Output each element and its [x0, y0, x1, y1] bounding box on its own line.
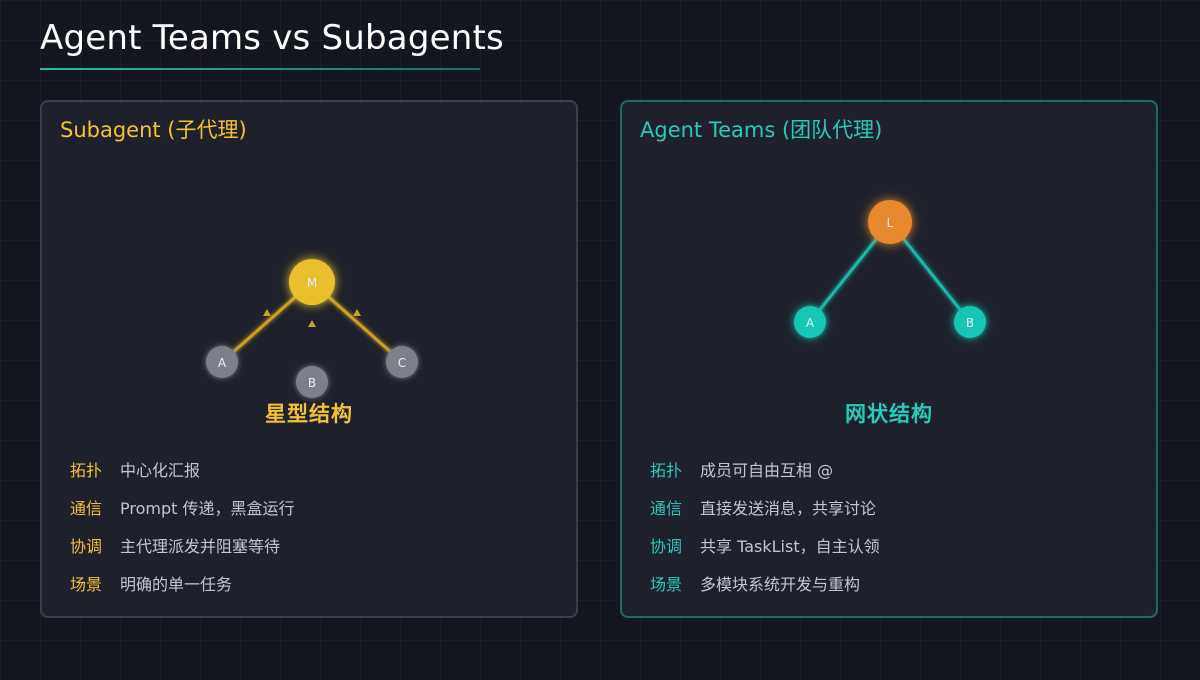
attr-key: 协调: [650, 537, 683, 556]
sub-node-a-label: A: [218, 356, 227, 370]
attr-row: 拓扑 中心化汇报: [70, 450, 295, 488]
member-node-a: [794, 306, 826, 338]
attr-value: 成员可自由互相 @: [700, 461, 834, 480]
attr-row: 通信 Prompt 传递，黑盒运行: [70, 488, 295, 526]
page-title: Agent Teams vs Subagents: [40, 18, 504, 58]
attr-value: 共享 TaskList，自主认领: [700, 537, 880, 556]
attr-value: 中心化汇报: [120, 461, 201, 480]
subagent-heading: Subagent (子代理): [60, 118, 247, 142]
attr-row: 场景 多模块系统开发与重构: [650, 564, 880, 602]
sub-node-b-label: B: [308, 376, 316, 390]
member-node-a-label: A: [806, 316, 815, 330]
sub-node-c: [386, 346, 418, 378]
sub-node-a: [206, 346, 238, 378]
attr-key: 通信: [650, 499, 683, 518]
title-underline: [40, 68, 480, 70]
attr-value: 主代理派发并阻塞等待: [120, 537, 281, 556]
mesh-diagram: L A B: [794, 200, 986, 338]
attr-value: Prompt 传递，黑盒运行: [120, 499, 295, 518]
attr-row: 拓扑 成员可自由互相 @: [650, 450, 880, 488]
attr-row: 通信 直接发送消息，共享讨论: [650, 488, 880, 526]
agent-teams-attributes: 拓扑 成员可自由互相 @ 通信 直接发送消息，共享讨论 协调 共享 TaskLi…: [650, 450, 880, 602]
agent-teams-heading: Agent Teams (团队代理): [640, 118, 883, 142]
attr-row: 协调 主代理派发并阻塞等待: [70, 526, 295, 564]
subagent-attributes: 拓扑 中心化汇报 通信 Prompt 传递，黑盒运行 协调 主代理派发并阻塞等待…: [70, 450, 295, 602]
attr-key: 场景: [650, 575, 683, 594]
sub-node-c-label: C: [398, 356, 406, 370]
member-node-b-label: B: [966, 316, 974, 330]
attr-value: 直接发送消息，共享讨论: [700, 499, 877, 518]
attr-key: 协调: [70, 537, 103, 556]
attr-value: 明确的单一任务: [120, 575, 233, 594]
arrow-b-icon: [308, 320, 316, 327]
attr-key: 拓扑: [650, 461, 683, 480]
master-node-label: M: [307, 276, 317, 290]
attr-key: 拓扑: [70, 461, 103, 480]
attr-key: 场景: [70, 575, 103, 594]
member-node-b: [954, 306, 986, 338]
subagent-card: Subagent (子代理) M A B C: [40, 100, 578, 618]
star-structure-label: 星型结构: [265, 402, 353, 426]
master-node: [289, 259, 335, 305]
attr-row: 协调 共享 TaskList，自主认领: [650, 526, 880, 564]
lead-node-label: L: [887, 216, 894, 230]
arrow-a-icon: [263, 309, 271, 316]
attr-key: 通信: [70, 499, 103, 518]
arrow-c-icon: [353, 309, 361, 316]
star-diagram: M A B C: [206, 259, 418, 398]
attr-value: 多模块系统开发与重构: [700, 575, 861, 594]
mesh-structure-label: 网状结构: [845, 402, 933, 426]
lead-node: [868, 200, 912, 244]
agent-teams-card: Agent Teams (团队代理) L A B 网状结构: [620, 100, 1158, 618]
sub-node-b: [296, 366, 328, 398]
attr-row: 场景 明确的单一任务: [70, 564, 295, 602]
